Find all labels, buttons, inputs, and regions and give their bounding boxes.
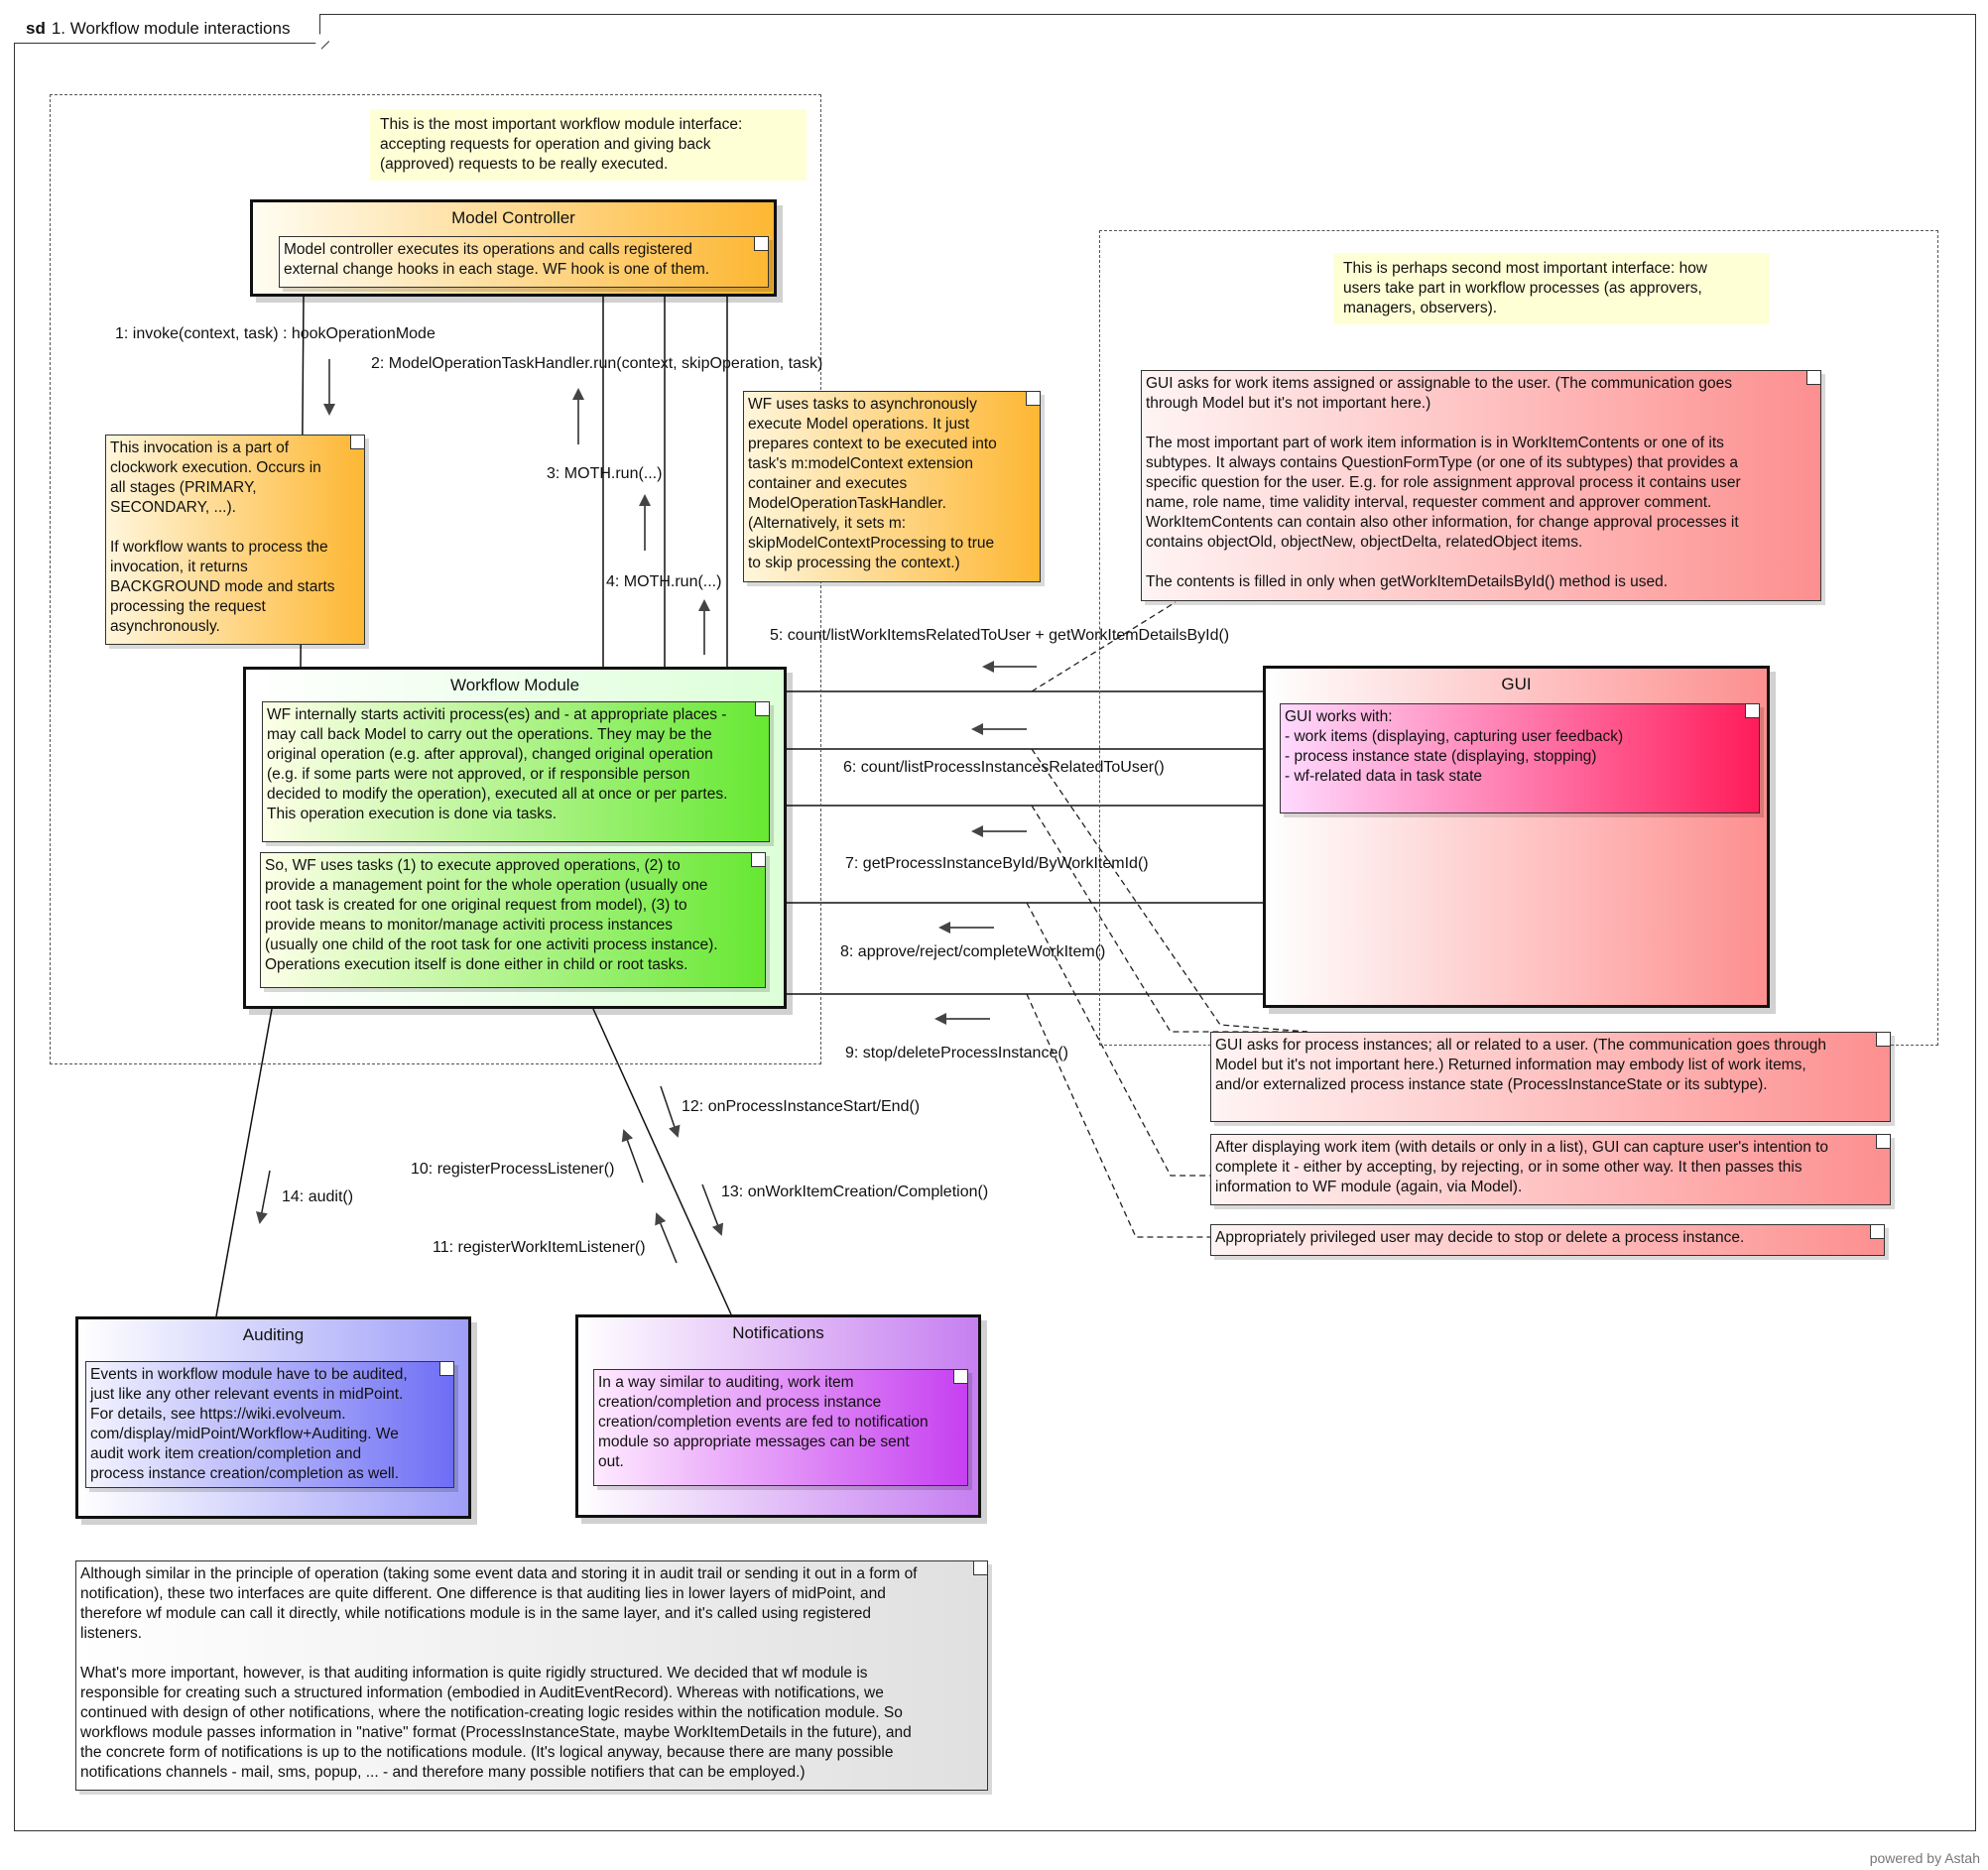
note-gui-complete: After displaying work item (with details… xyxy=(1210,1134,1891,1205)
note-gui-work-items: GUI asks for work items assigned or assi… xyxy=(1141,370,1821,601)
message-12-label: 12: onProcessInstanceStart/End() xyxy=(682,1098,921,1115)
message-8-label: 8: approve/reject/completeWorkItem() xyxy=(840,943,1106,960)
message-3-label: 3: MOTH.run(...) xyxy=(547,465,663,482)
gui-title: GUI xyxy=(1501,675,1532,693)
frame-keyword: sd xyxy=(26,19,46,38)
note-gui-process-instances: GUI asks for process instances; all or r… xyxy=(1210,1032,1891,1122)
note-model-controller-hooks: Model controller executes its operations… xyxy=(279,236,769,288)
message-10-label: 10: registerProcessListener() xyxy=(411,1161,615,1178)
note-gui-stop: Appropriately privileged user may decide… xyxy=(1210,1224,1885,1256)
arrow-m14 xyxy=(255,1170,271,1224)
arrow-m11 xyxy=(655,1212,678,1264)
auditing-title: Auditing xyxy=(242,1325,305,1344)
notifications-title: Notifications xyxy=(732,1323,824,1342)
watermark: powered by Astah xyxy=(1869,1850,1980,1866)
message-2-label: 2: ModelOperationTaskHandler.run(context… xyxy=(371,355,823,372)
note-gui-works-with: GUI works with: - work items (displaying… xyxy=(1280,703,1760,813)
frame-tab: sd 1. Workflow module interactions xyxy=(14,14,321,44)
message-14-label: 14: audit() xyxy=(282,1188,354,1205)
note-comparison: Although similar in the principle of ope… xyxy=(75,1560,988,1791)
message-11-label: 11: registerWorkItemListener() xyxy=(433,1239,646,1256)
note-auditing: Events in workflow module have to be aud… xyxy=(85,1361,454,1488)
message-9-label: 9: stop/deleteProcessInstance() xyxy=(845,1045,1069,1061)
note-gui-interface: This is perhaps second most important in… xyxy=(1333,253,1770,324)
anchor-note-complete xyxy=(1026,902,1210,1177)
arrow-m13 xyxy=(701,1184,724,1236)
note-model-interface: This is the most important workflow modu… xyxy=(370,109,807,181)
message-5-label: 5: count/listWorkItemsRelatedToUser + ge… xyxy=(770,627,1230,644)
note-wf-internal: WF internally starts activiti process(es… xyxy=(262,701,770,842)
message-7-label: 7: getProcessInstanceById/ByWorkItemId() xyxy=(845,855,1149,872)
message-1-label: 1: invoke(context, task) : hookOperation… xyxy=(115,325,435,342)
anchor-note-process-instances xyxy=(1031,748,1308,1033)
diagram-frame xyxy=(14,14,1976,1831)
message-6-label: 6: count/listProcessInstancesRelatedToUs… xyxy=(843,759,1165,776)
note-notifications: In a way similar to auditing, work item … xyxy=(593,1369,968,1486)
link-wf-notifications xyxy=(592,1008,732,1315)
note-wf-tasks: WF uses tasks to asynchronously execute … xyxy=(743,391,1041,582)
note-wf-tasks-usage: So, WF uses tasks (1) to execute approve… xyxy=(260,852,766,988)
arrow-m12 xyxy=(660,1085,681,1138)
workflow-module-title: Workflow Module xyxy=(449,676,580,694)
message-4-label: 4: MOTH.run(...) xyxy=(606,573,722,590)
note-invocation: This invocation is a part of clockwork e… xyxy=(105,435,365,645)
message-13-label: 13: onWorkItemCreation/Completion() xyxy=(721,1184,989,1200)
anchor-note-work-items xyxy=(1031,601,1177,692)
model-controller-title: Model Controller xyxy=(451,208,575,227)
arrow-m10 xyxy=(621,1129,644,1184)
frame-title: 1. Workflow module interactions xyxy=(51,19,291,38)
link-wf-auditing xyxy=(215,1008,273,1317)
